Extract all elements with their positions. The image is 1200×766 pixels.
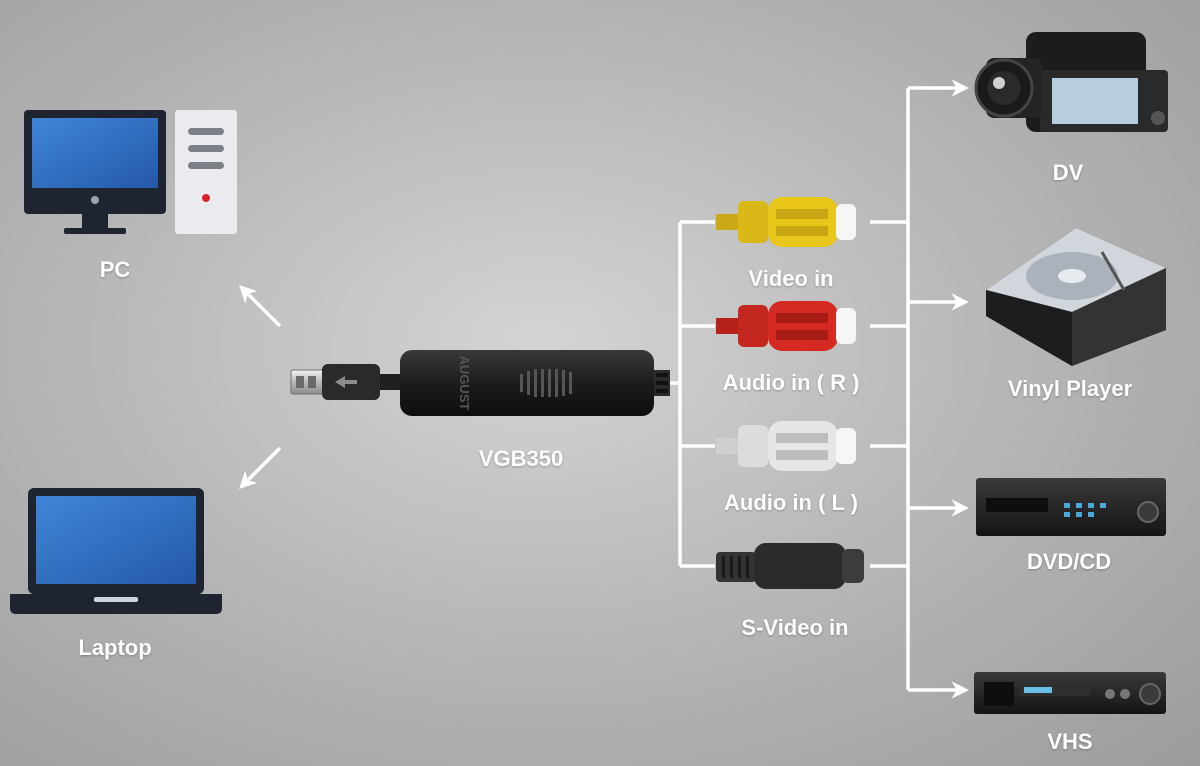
laptop-icon — [10, 488, 222, 614]
audio-r-connector — [716, 301, 856, 351]
vhs-label: VHS — [1047, 729, 1093, 754]
video-in-connector — [716, 197, 856, 247]
pc-icon — [24, 110, 237, 234]
dvd-cd-label: DVD/CD — [1026, 549, 1112, 574]
vgb350-device: AUGUST — [400, 350, 670, 416]
output-tree — [870, 88, 910, 690]
audio-l-label: Audio in ( L ) — [723, 490, 859, 515]
device-brand: AUGUST — [457, 356, 472, 411]
pc-label: PC — [99, 257, 131, 282]
svideo-in-label: S-Video in — [741, 615, 849, 640]
svideo-in-connector — [716, 543, 864, 589]
arrow-to-pc — [239, 285, 282, 328]
usb-connector — [290, 364, 402, 400]
device-label: VGB350 — [478, 446, 564, 471]
device-grip — [520, 369, 572, 397]
vinyl-player-icon — [986, 228, 1166, 366]
arrow-to-laptop — [239, 446, 282, 489]
cable-tree — [670, 220, 715, 568]
audio-r-label: Audio in ( R ) — [722, 370, 860, 395]
vhs-player-icon — [974, 672, 1166, 714]
dvd-player-icon — [976, 478, 1166, 536]
video-in-label: Video in — [748, 266, 834, 291]
laptop-label: Laptop — [78, 635, 152, 660]
vinyl-player-label: Vinyl Player — [1007, 376, 1133, 401]
camcorder-icon — [974, 32, 1168, 132]
audio-l-connector — [716, 421, 856, 471]
dv-label: DV — [1052, 160, 1084, 185]
